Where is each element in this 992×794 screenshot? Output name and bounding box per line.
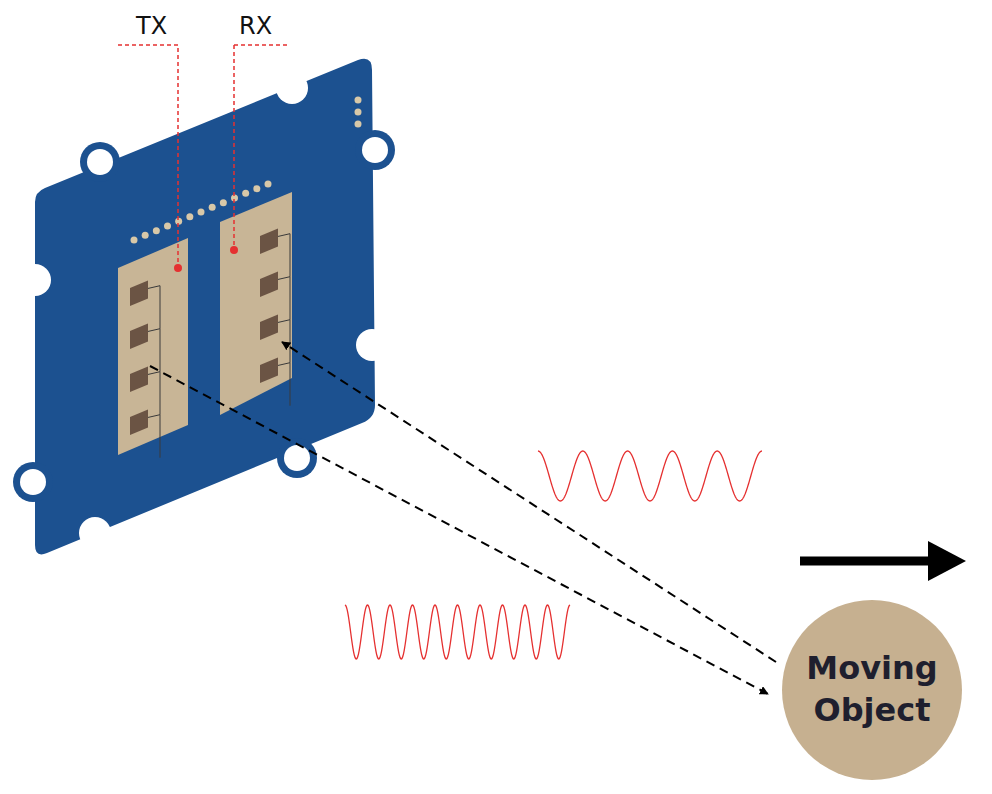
pin-dots	[355, 97, 362, 128]
board-notch	[19, 264, 51, 296]
part-label: TX	[136, 12, 167, 40]
antenna-patches	[130, 228, 278, 435]
leader-line	[118, 45, 290, 264]
reflect-path	[282, 342, 776, 662]
tx-antenna-array	[118, 238, 188, 455]
node-label: Moving Object	[798, 648, 946, 731]
reflected-wave	[538, 451, 762, 501]
rx-antenna-array	[220, 192, 292, 415]
object-circle: Moving Object	[782, 600, 962, 780]
board-notch	[356, 329, 388, 361]
motion-arrowhead	[928, 541, 966, 581]
motion-arrow	[800, 557, 932, 566]
transmitted-wave	[345, 605, 570, 659]
leader-dot	[230, 246, 238, 254]
circle-outline	[782, 600, 962, 780]
leader-dot	[174, 264, 182, 272]
antenna-traces	[148, 234, 290, 458]
mounting-holes	[13, 130, 395, 502]
transmit-path	[150, 366, 768, 694]
pcb-board	[35, 59, 375, 555]
board-notch	[79, 517, 111, 549]
part-label: RX	[239, 12, 272, 40]
board-notch	[276, 72, 308, 104]
